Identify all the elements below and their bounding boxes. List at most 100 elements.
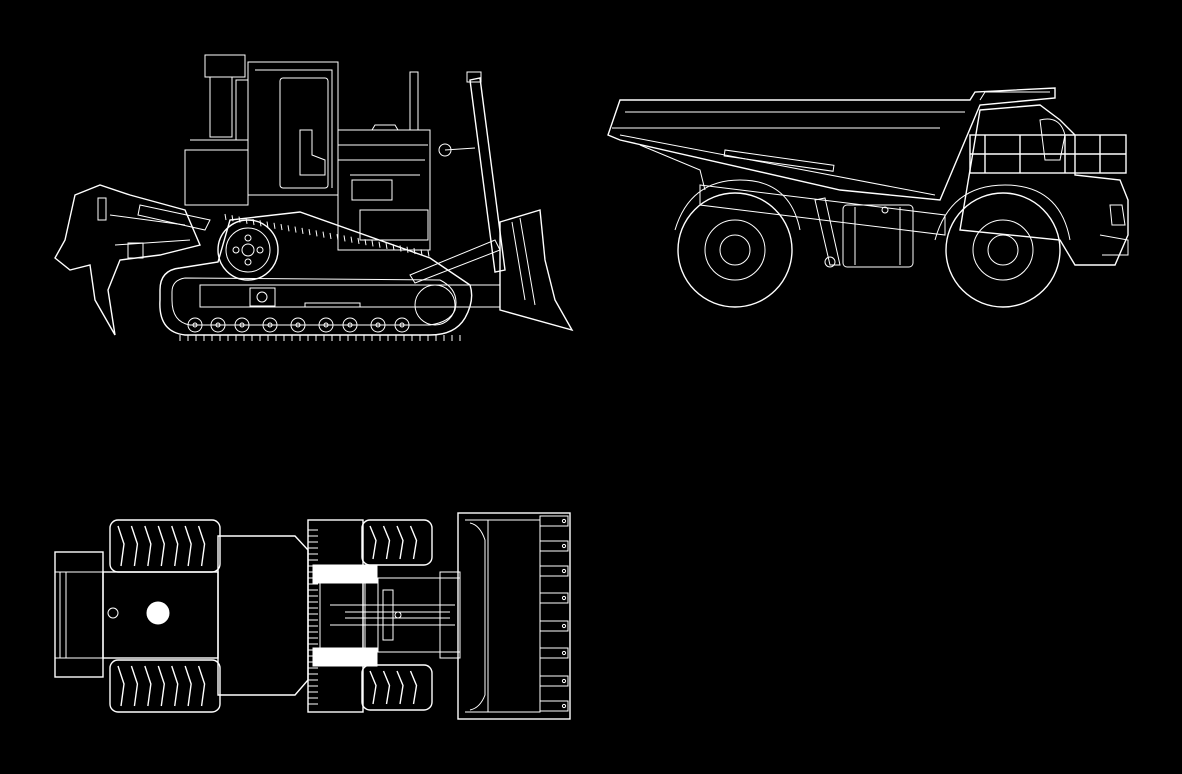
track-grouser: [357, 237, 360, 245]
tread-lug: [184, 525, 192, 567]
blade-lift-cylinder: [469, 77, 506, 273]
tread-lug: [409, 670, 418, 705]
track-grouser: [231, 215, 234, 222]
dozer-blade: [499, 209, 574, 332]
ripper-cylinder: [137, 204, 211, 231]
rear-fender: [674, 179, 801, 231]
fuel-tank: [842, 204, 914, 268]
track-grouser: [315, 230, 318, 237]
tooth-pin: [561, 595, 567, 601]
tread-lug: [171, 665, 179, 707]
tread-lug: [396, 670, 404, 705]
track-grouser: [245, 217, 248, 224]
front-bumper: [1099, 234, 1129, 256]
front-left-tire: [361, 519, 433, 566]
front-wheel: [945, 192, 1061, 308]
track-grouser: [420, 249, 423, 256]
tread-lug: [117, 525, 125, 567]
track-roller: [394, 317, 410, 333]
tooth-pin: [561, 623, 567, 629]
track-grousers: [179, 213, 461, 341]
front-fender: [934, 184, 1071, 241]
tread-lug: [157, 525, 166, 567]
track-grouser: [308, 229, 311, 236]
track-grouser: [280, 223, 283, 231]
track-roller: [290, 317, 306, 333]
drive-sprocket: [217, 219, 279, 281]
tread-lug: [197, 525, 206, 567]
track-grouser: [224, 213, 227, 221]
bucket-tooth: [539, 592, 569, 604]
track-roller-hub: [347, 322, 353, 328]
front-frame: [307, 519, 364, 713]
tooth-pin: [561, 518, 567, 524]
track-grouser: [406, 246, 409, 253]
track-roller: [262, 317, 278, 333]
dump-body: [607, 87, 1056, 201]
bucket-tooth: [539, 540, 569, 552]
tire-tread: [117, 525, 418, 707]
track-grouser: [287, 225, 290, 232]
bucket-tooth: [539, 620, 569, 632]
track-grouser: [385, 242, 388, 250]
front-idler: [414, 284, 456, 326]
bucket-tooth: [539, 515, 569, 527]
front-right-tire: [361, 664, 433, 711]
track-grouser: [294, 226, 297, 233]
track-grouser: [329, 232, 332, 239]
track-grouser: [364, 239, 367, 246]
bucket-tooth: [539, 700, 569, 712]
rear-left-tire: [109, 519, 221, 573]
track-grouser: [322, 231, 325, 238]
engine-cap: [146, 601, 170, 625]
tread-lug: [117, 665, 125, 707]
track-roller-hub: [239, 322, 245, 328]
track-roller-hub: [399, 322, 405, 328]
air-intake: [204, 54, 246, 78]
bulldozer-side-view: [54, 54, 574, 341]
front-axle-left: [312, 564, 378, 584]
tread-lug: [369, 670, 377, 705]
tread-lug: [409, 525, 418, 560]
lift-arm-frame: [377, 577, 461, 653]
bucket-teeth: [539, 515, 569, 712]
tooth-pin: [561, 703, 567, 709]
track-roller-hub: [267, 322, 273, 328]
suspension-strut: [814, 197, 841, 266]
track-roller-hub: [295, 322, 301, 328]
operator-seat: [299, 129, 326, 176]
frame-ribs: [308, 529, 318, 705]
track-grouser: [399, 245, 402, 252]
exhaust-stack: [209, 76, 233, 138]
tread-lug: [130, 525, 139, 567]
cab-body: [217, 535, 309, 696]
tread-lug: [130, 665, 139, 707]
track-roller: [234, 317, 250, 333]
track-roller: [318, 317, 334, 333]
track-roller: [187, 317, 203, 333]
track-grouser: [350, 236, 353, 243]
track-rollers: [187, 317, 410, 333]
headlight: [1109, 204, 1126, 226]
tooth-pin: [561, 543, 567, 549]
track-roller-hub: [192, 322, 198, 328]
rear-wheel: [677, 192, 793, 308]
track-roller: [342, 317, 358, 333]
track-roller-hub: [215, 322, 221, 328]
tread-lug: [144, 665, 152, 707]
front-axle-right: [312, 647, 378, 667]
track-grouser: [336, 234, 339, 241]
tooth-pin: [561, 568, 567, 574]
ripper: [54, 184, 201, 336]
tread-lug: [184, 665, 192, 707]
bucket-tooth: [539, 647, 569, 659]
tread-lug: [171, 525, 179, 567]
bucket-tooth: [539, 675, 569, 687]
dump-truck-side-view: [607, 87, 1129, 308]
rear-body: [184, 149, 249, 206]
rear-right-tire: [109, 659, 221, 713]
wheel-loader-top-view: [54, 512, 571, 720]
cab-window: [1039, 118, 1066, 161]
